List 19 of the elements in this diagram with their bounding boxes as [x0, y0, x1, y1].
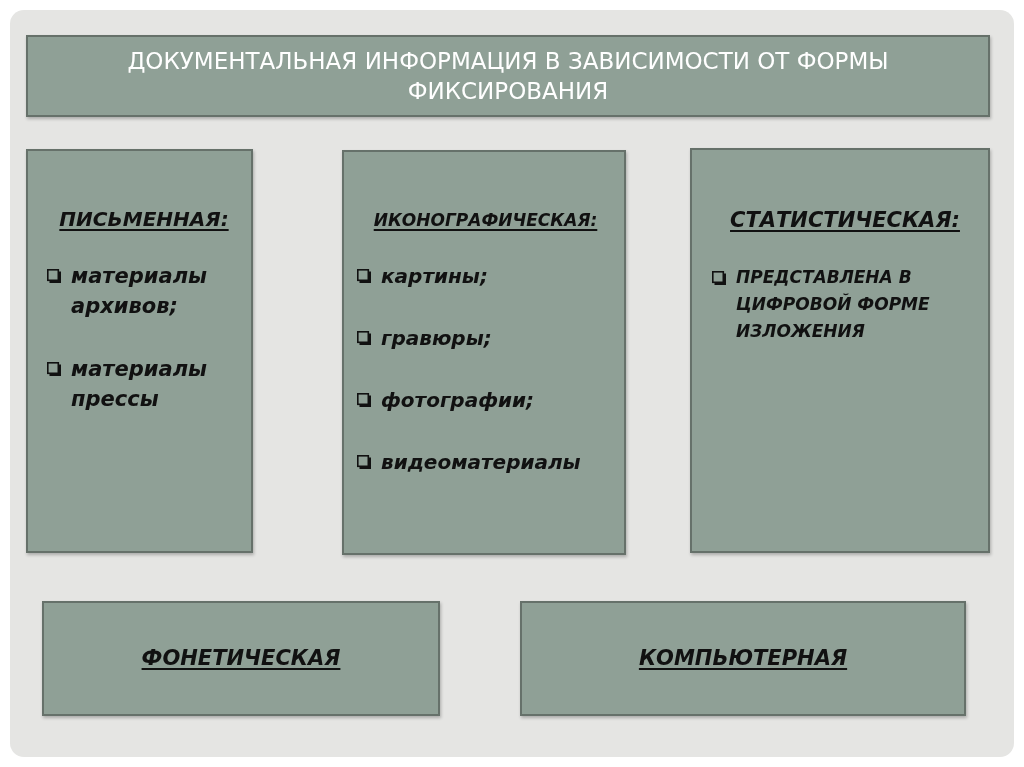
banner-title: ДОКУМЕНТАЛЬНАЯ ИНФОРМАЦИЯ В ЗАВИСИМОСТИ ОТ ФОРМЫ ФИКСИРОВАНИЯ	[126, 47, 890, 106]
category-panel	[520, 601, 966, 716]
category-heading: ИКОНОГРАФИЧЕСКАЯ:	[373, 210, 598, 231]
list-item-text: картины;	[381, 263, 488, 290]
list-item-text: видеоматериалы	[381, 449, 581, 476]
title-banner	[26, 35, 990, 117]
list-item-text: материалы архивов;	[71, 263, 209, 320]
list-item-text: гравюры;	[381, 325, 492, 352]
list-item-text: фотографии;	[381, 387, 535, 414]
category-panel	[42, 601, 440, 716]
category-heading: СТАТИСТИЧЕСКАЯ:	[730, 208, 960, 234]
category-panel	[690, 148, 990, 553]
category-heading: КОМПЬЮТЕРНАЯ	[638, 645, 848, 672]
category-panel	[26, 149, 253, 553]
list-item-text: ПРЕДСТАВЛЕНА В ЦИФРОВОЙ ФОРМЕ ИЗЛОЖЕНИЯ	[736, 266, 931, 344]
category-heading: ФОНЕТИЧЕСКАЯ	[141, 645, 341, 672]
list-item-text: материалы прессы	[71, 356, 209, 413]
category-panel	[342, 150, 626, 555]
category-heading: ПИСЬМЕННАЯ:	[59, 207, 229, 231]
